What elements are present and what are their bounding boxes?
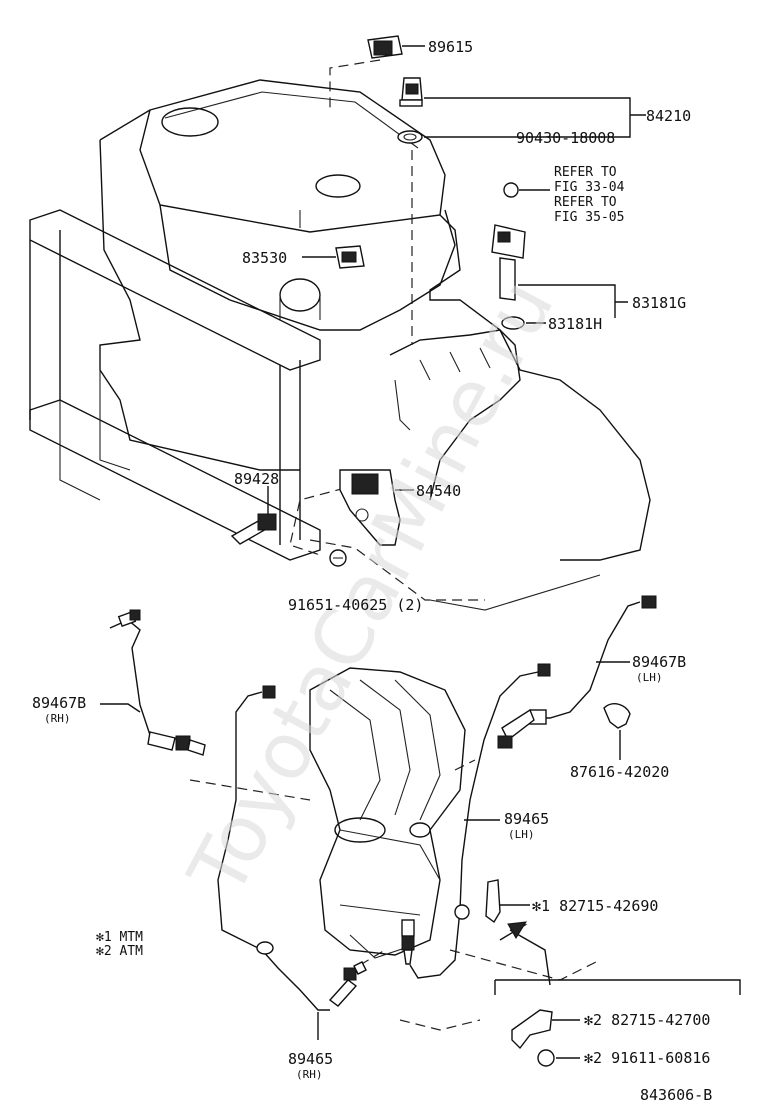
label-91651-40625: 91651-40625 (2) xyxy=(288,596,423,614)
direction-arrow-icon xyxy=(499,921,551,986)
part-89467b-lh-oxygen-sensor-icon[interactable] xyxy=(497,595,657,749)
part-89467b-rh-oxygen-sensor-icon[interactable] xyxy=(109,609,206,756)
part-82715-42700-bracket-icon[interactable] xyxy=(511,1009,580,1050)
label-84540: 84540 xyxy=(416,482,461,500)
part-84210-sensor-icon[interactable] xyxy=(399,77,646,128)
label-89615: 89615 xyxy=(428,38,473,56)
refer-note-b-line2: FIG 35-05 xyxy=(554,210,624,225)
part-90430-gasket-icon[interactable] xyxy=(397,128,631,144)
part-89465-lh-oxygen-sensor-icon[interactable] xyxy=(401,663,551,979)
label-89467b-lh: 89467B xyxy=(632,653,686,671)
label-83181g: 83181G xyxy=(632,294,686,312)
label-89465-rh: 89465 xyxy=(288,1050,333,1068)
label-rh-b: (RH) xyxy=(296,1068,323,1081)
refer-bolt-icon xyxy=(503,182,550,198)
label-84210: 84210 xyxy=(646,107,691,125)
part-91651-bolt-icon[interactable] xyxy=(329,549,347,567)
atm-inset-box xyxy=(494,979,741,995)
label-82715-42700: ✻2 82715-42700 xyxy=(584,1011,710,1029)
label-rh-a: (RH) xyxy=(44,712,71,725)
part-82715-42690-bracket-icon[interactable] xyxy=(485,879,530,924)
part-89615-switch-icon[interactable] xyxy=(367,35,425,59)
label-lh-b: (LH) xyxy=(508,828,535,841)
refer-note-a-line2: FIG 33-04 xyxy=(554,180,625,195)
leader-89467b-rh xyxy=(100,703,141,713)
part-84540-switch-icon[interactable] xyxy=(339,469,414,546)
part-83181h-oring-icon[interactable] xyxy=(501,316,546,330)
exhaust-manifold-illustration xyxy=(309,667,466,959)
part-83530-switch-icon[interactable] xyxy=(302,245,365,269)
label-89428: 89428 xyxy=(234,470,279,488)
part-91611-nut-icon[interactable] xyxy=(537,1049,580,1067)
legend-mtm: ✻1 MTM xyxy=(96,930,143,945)
label-lh-a: (LH) xyxy=(636,671,663,684)
label-89465-lh: 89465 xyxy=(504,810,549,828)
refer-note-a-line1: REFER TO xyxy=(554,165,617,180)
part-83181g-speed-sensor-icon[interactable] xyxy=(491,224,628,318)
part-89428-temp-sensor-icon[interactable] xyxy=(230,486,277,545)
part-89465-rh-oxygen-sensor-icon[interactable] xyxy=(217,685,367,1011)
label-82715-42690: ✻1 82715-42690 xyxy=(532,897,658,915)
label-83530: 83530 xyxy=(242,249,287,267)
legend-atm: ✻2 ATM xyxy=(96,944,143,959)
diagram-id: 843606-B xyxy=(640,1086,712,1104)
part-87616-clamp-icon[interactable] xyxy=(603,703,631,760)
label-90430-18008: 90430-18008 xyxy=(516,129,615,147)
label-87616-42020: 87616-42020 xyxy=(570,763,669,781)
label-83181h: 83181H xyxy=(548,315,602,333)
refer-note-b-line1: REFER TO xyxy=(554,195,617,210)
label-91611-60816: ✻2 91611-60816 xyxy=(584,1049,710,1067)
label-89467b-rh: 89467B xyxy=(32,694,86,712)
engine-block-illustration xyxy=(29,79,651,561)
